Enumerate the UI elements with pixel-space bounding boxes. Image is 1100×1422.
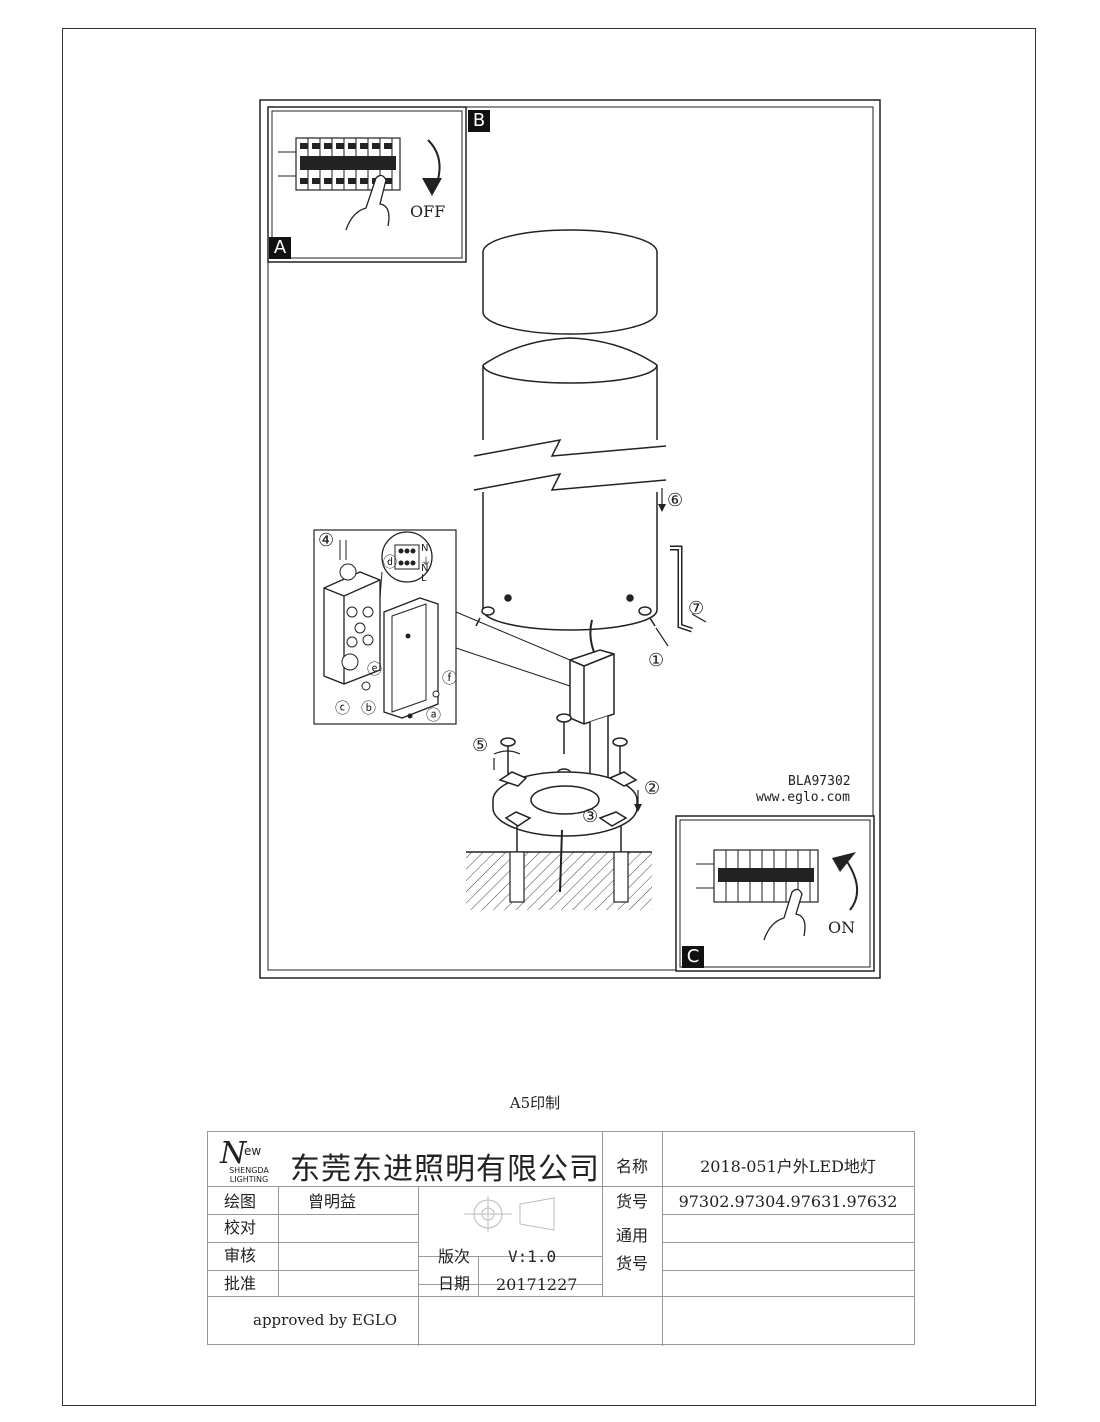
date-value: 20171227 [496,1275,578,1294]
terminal-l: L [421,573,427,584]
draw-label: 绘图 [224,1192,257,1211]
website: www.eglo.com [756,790,850,805]
approve-label: 批准 [224,1274,257,1293]
general-label-2: 货号 [616,1254,649,1273]
step-2-marker: ② [644,778,661,799]
on-label: ON [828,918,856,937]
page-outer-frame [62,28,1036,1406]
step-4-marker: ④ [318,530,335,551]
step-1-marker: ① [648,650,665,671]
ground-cable [559,829,563,893]
projection-symbol [464,1196,555,1232]
off-label: OFF [410,202,446,221]
step-5-marker: ⑤ [472,735,489,756]
print-note: A5印制 [509,1094,561,1112]
wall-plug-right [613,851,629,903]
terminal-n-top: N [421,543,429,554]
name-label: 名称 [616,1157,649,1176]
step-a-marker: ⓐ [426,706,442,724]
company-logo-letter: N [220,1136,247,1171]
step-c-marker: ⓒ [335,699,351,717]
name-value: 2018-051户外LED地灯 [700,1157,876,1176]
check-label: 校对 [224,1218,257,1237]
terminal-earth: ⏚ [421,557,431,568]
panel-a-switch-off [267,106,467,263]
panel-b-label: B [468,110,490,132]
power-cable [589,619,595,653]
company-logo-ew: ew [244,1144,262,1158]
lamp-head [482,229,658,335]
junction-box-detail [313,529,571,725]
step-f-marker: ⓕ [442,669,458,687]
drawing-inner-frame [267,106,874,971]
step-7-marker: ⑦ [688,598,705,619]
panel-c-label: C [682,946,704,968]
wall-plug-left [509,851,525,903]
approved-by: approved by EGLO [253,1311,398,1329]
panel-a-label: A [269,237,291,259]
base-screws [475,606,656,627]
date-label: 日期 [438,1274,471,1293]
drawing-frame [259,99,881,979]
version-label: 版次 [438,1247,471,1266]
item-label: 货号 [616,1192,649,1211]
title-block: N ew SHENGDA LIGHTING 东莞东进照明有限公司 名称 2018… [207,1131,915,1346]
step-d-marker: ⓓ [383,555,397,571]
base-plate [492,771,638,837]
company-name: 东莞东进照明有限公司 [290,1152,600,1187]
model-code: BLA97302 [788,774,851,789]
mounting-screws [500,713,628,801]
company-logo-sub: SHENGDA LIGHTING [229,1166,269,1184]
general-label-1: 通用 [616,1226,649,1245]
led-driver [569,649,615,725]
version-value: V:1.0 [508,1247,557,1266]
step-6-marker: ⑥ [667,490,684,511]
item-value: 97302.97304.97631.97632 [678,1192,898,1211]
panel-c-switch-on [675,815,875,972]
step-e-marker: ⓔ [367,660,383,678]
lamp-body [473,337,667,631]
step-b-marker: ⓑ [361,699,377,717]
step-3-marker: ③ [582,806,599,827]
review-label: 审核 [224,1246,257,1265]
draw-value: 曾明益 [308,1192,357,1211]
terminal-n-bottom: N [421,563,429,574]
